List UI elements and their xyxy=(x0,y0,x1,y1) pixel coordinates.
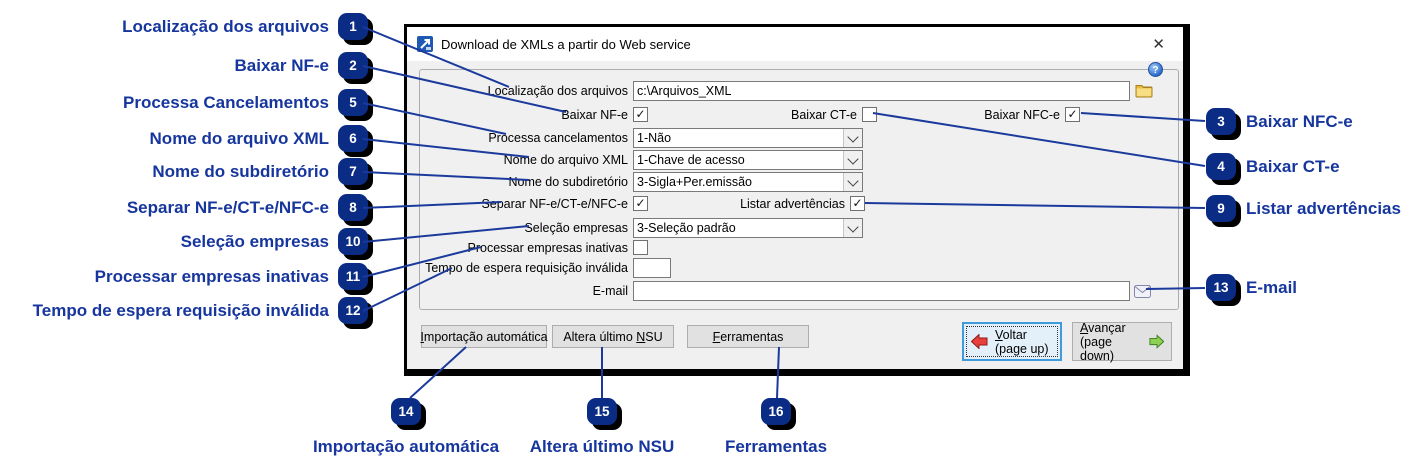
separar-checkbox[interactable]: ✓ xyxy=(633,196,648,211)
listar-advertencias-checkbox[interactable]: ✓ xyxy=(850,196,865,211)
chevron-down-icon[interactable] xyxy=(843,129,862,147)
tempo-espera-input[interactable] xyxy=(633,258,671,278)
baixar-nfce-checkbox[interactable]: ✓ xyxy=(1065,107,1080,122)
help-icon[interactable]: ? xyxy=(1148,62,1163,77)
badge-16: 16 xyxy=(761,398,791,425)
avancar-label: Avançar xyxy=(1080,320,1126,335)
folder-browse-icon[interactable] xyxy=(1135,83,1154,99)
badge-1: 1 xyxy=(338,13,368,40)
voltar-sublabel: (page up) xyxy=(995,341,1049,356)
altera-ultimo-nsu-button[interactable]: Altera último NSU xyxy=(552,325,674,348)
email-envelope-icon[interactable] xyxy=(1134,284,1151,298)
green-forward-arrow-icon xyxy=(1149,334,1164,349)
listar-advertencias-label: Listar advertências xyxy=(740,196,845,211)
dialog-window: Download de XMLs a partir do Web service… xyxy=(404,24,1190,376)
nome-arquivo-xml-label: Nome do arquivo XML xyxy=(503,153,628,167)
dialog-client-area: ? Localização dos arquivos Baixar NF-e ✓… xyxy=(407,61,1183,369)
processa-cancelamentos-label: Processa cancelamentos xyxy=(488,131,628,145)
selecao-empresas-value: 3-Seleção padrão xyxy=(637,221,736,235)
badge-15: 15 xyxy=(587,398,617,425)
importacao-automatica-button[interactable]: Importação automática xyxy=(420,325,548,348)
processa-cancelamentos-select[interactable]: 1-Não xyxy=(633,128,863,148)
baixar-nfe-label: Baixar NF-e xyxy=(561,107,628,122)
separar-label: Separar NF-e/CT-e/NFC-e xyxy=(481,196,628,211)
settings-groupbox xyxy=(419,69,1179,310)
tempo-espera-label: Tempo de espera requisição inválida xyxy=(425,261,628,275)
voltar-label: Voltar xyxy=(995,327,1027,342)
ferramentas-button[interactable]: Ferramentas xyxy=(687,325,809,348)
badge-12: 12 xyxy=(338,297,368,324)
location-label: Localização dos arquivos xyxy=(487,84,628,98)
badge-13: 13 xyxy=(1206,274,1236,301)
badge-10: 10 xyxy=(338,228,368,255)
selecao-empresas-label: Seleção empresas xyxy=(524,221,628,235)
processar-inativas-label: Processar empresas inativas xyxy=(467,240,628,255)
avancar-sublabel: (page down) xyxy=(1080,334,1115,363)
title-bar: Download de XMLs a partir do Web service… xyxy=(407,27,1183,61)
badge-4: 4 xyxy=(1206,153,1236,180)
badge-6: 6 xyxy=(338,125,368,152)
window-title: Download de XMLs a partir do Web service xyxy=(441,36,691,52)
nome-arquivo-xml-value: 1-Chave de acesso xyxy=(637,153,745,167)
badge-7: 7 xyxy=(338,158,368,185)
nome-subdiretorio-label: Nome do subdiretório xyxy=(508,175,628,189)
badge-14: 14 xyxy=(391,398,421,425)
baixar-cte-checkbox[interactable] xyxy=(862,107,877,122)
nome-subdiretorio-select[interactable]: 3-Sigla+Per.emissão xyxy=(633,172,863,192)
app-icon xyxy=(417,36,433,52)
baixar-nfe-checkbox[interactable]: ✓ xyxy=(633,107,648,122)
chevron-down-icon[interactable] xyxy=(843,219,862,237)
nome-subdiretorio-value: 3-Sigla+Per.emissão xyxy=(637,175,752,189)
processar-inativas-checkbox[interactable] xyxy=(633,240,648,255)
red-back-arrow-icon xyxy=(971,334,988,349)
email-input[interactable] xyxy=(633,281,1130,301)
selecao-empresas-select[interactable]: 3-Seleção padrão xyxy=(633,218,863,238)
chevron-down-icon[interactable] xyxy=(843,173,862,191)
chevron-down-icon[interactable] xyxy=(843,151,862,169)
nome-arquivo-xml-select[interactable]: 1-Chave de acesso xyxy=(633,150,863,170)
badge-5: 5 xyxy=(338,89,368,116)
badge-8: 8 xyxy=(338,194,368,221)
processa-cancelamentos-value: 1-Não xyxy=(637,131,672,145)
baixar-cte-label: Baixar CT-e xyxy=(791,107,857,122)
badge-11: 11 xyxy=(338,263,368,290)
voltar-button[interactable]: Voltar (page up) xyxy=(962,322,1062,361)
baixar-nfce-label: Baixar NFC-e xyxy=(984,107,1060,122)
close-button[interactable]: ✕ xyxy=(1152,36,1165,53)
badge-3: 3 xyxy=(1206,108,1236,135)
email-label: E-mail xyxy=(592,284,628,298)
avancar-button[interactable]: Avançar (page down) xyxy=(1072,320,1172,363)
badge-2: 2 xyxy=(338,52,368,79)
location-input[interactable] xyxy=(633,81,1130,101)
badge-9: 9 xyxy=(1206,195,1236,222)
